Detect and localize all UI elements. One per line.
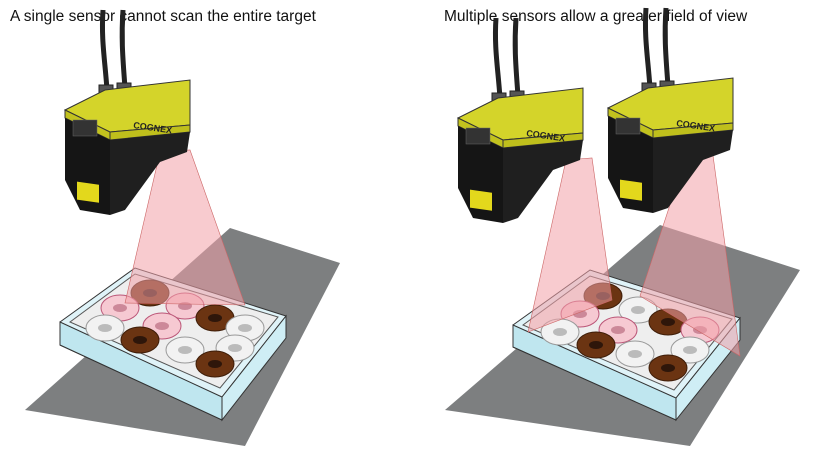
caption-single-sensor: A single sensor cannot scan the entire t…	[10, 8, 316, 25]
panel-multiple-sensors	[445, 8, 800, 446]
laser-beam	[527, 157, 613, 333]
panel-single-sensor	[25, 10, 340, 446]
caption-multiple-sensors: Multiple sensors allow a greater field o…	[444, 8, 748, 25]
